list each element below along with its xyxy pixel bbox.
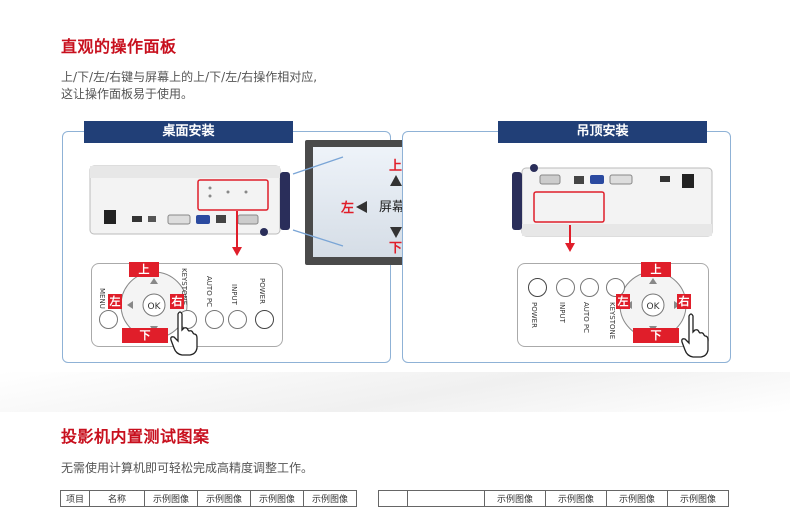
svg-text:OK: OK [148,302,162,312]
power-label: POWER [258,278,266,304]
section-description: 上/下/左/右键与屏幕上的上/下/左/右操作相对应, 这让操作面板易于使用。 [61,69,317,103]
table-cell [378,490,408,507]
section-title-test-pattern: 投影机内置测试图案 [61,427,210,446]
decorative-band [0,372,790,412]
power-label-ceiling: POWER [530,302,538,328]
arrow-down-icon [232,211,242,257]
table-cell: 示例图像 [144,490,198,507]
table-cell [407,490,485,507]
auto-pc-label: AUTO PC [205,276,213,308]
input-label: INPUT [230,284,238,305]
keystone-label-ceiling: KEYSTONE [608,302,616,340]
down-label: 下 [122,328,168,343]
up-label-ceiling: 上 [641,262,671,277]
input-label-ceiling: INPUT [558,302,566,323]
projector-rear-illustration-flipped [510,162,720,240]
down-label-ceiling: 下 [633,328,679,343]
triangle-down-icon [390,223,402,238]
input-button[interactable] [228,310,247,329]
up-label: 上 [129,262,159,277]
test-pattern-table-right: 示例图像 示例图像 示例图像 示例图像 [378,490,729,507]
hand-pointer-icon-ceiling [681,312,709,358]
power-button[interactable] [255,310,274,329]
table-cell: 示例图像 [303,490,357,507]
table-cell: 示例图像 [545,490,607,507]
screen-down-label: 下 [389,241,403,256]
section-title-panel: 直观的操作面板 [61,37,177,56]
power-button-ceiling[interactable] [528,278,547,297]
ceiling-install-title: 吊顶安装 [498,121,707,143]
menu-button[interactable] [99,310,118,329]
triangle-left-icon [356,198,368,213]
table-cell: 项目 [60,490,90,507]
screen-center-label: 屏幕 [379,200,406,215]
table-cell: 示例图像 [606,490,668,507]
auto-pc-button[interactable] [205,310,224,329]
svg-text:OK: OK [647,302,661,312]
desc-line-1: 上/下/左/右键与屏幕上的上/下/左/右操作相对应, [61,70,318,84]
keystone-button-ceiling[interactable] [606,278,625,297]
desktop-install-title: 桌面安装 [84,121,293,143]
auto-pc-button-ceiling[interactable] [580,278,599,297]
desc-line-2: 这让操作面板易于使用。 [61,87,194,101]
right-label: 右 [170,294,184,309]
right-label-ceiling: 右 [677,294,691,309]
left-label-ceiling: 左 [616,294,630,309]
table-cell: 示例图像 [484,490,546,507]
screen-left-label: 左 [341,201,355,216]
left-label: 左 [108,294,122,309]
input-button-ceiling[interactable] [556,278,575,297]
projector-rear-illustration [88,162,294,240]
test-pattern-table-left: 项目 名称 示例图像 示例图像 示例图像 示例图像 [60,490,357,507]
arrow-down-icon-right [565,225,575,253]
screen-up-label: 上 [389,159,403,174]
menu-label: MENU [98,288,106,309]
table-cell: 示例图像 [197,490,251,507]
table-cell: 名称 [89,490,145,507]
table-cell: 示例图像 [667,490,729,507]
triangle-up-icon [390,172,402,186]
table-cell: 示例图像 [250,490,304,507]
hand-pointer-icon [170,310,198,356]
auto-pc-label-ceiling: AUTO PC [582,302,590,334]
section-description-2: 无需使用计算机即可轻松完成高精度调整工作。 [61,461,314,475]
